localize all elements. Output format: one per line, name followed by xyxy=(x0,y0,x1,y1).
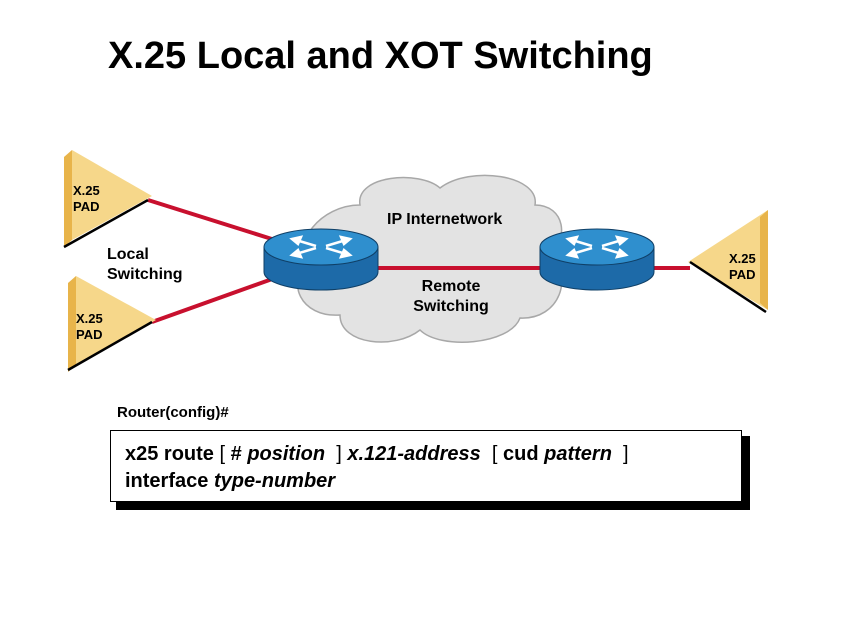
local-switching-line1: Local xyxy=(107,246,149,263)
cmd-bracket: ] xyxy=(336,443,342,465)
ip-internetwork-label: IP Internetwork xyxy=(387,211,503,228)
page-title: X.25 Local and XOT Switching xyxy=(108,35,653,77)
cmd-argument: x.121-address xyxy=(347,443,481,465)
pad-label-right: X.25 PAD xyxy=(729,251,756,283)
cmd-argument: pattern xyxy=(544,443,612,465)
remote-switching-line2: Switching xyxy=(413,298,489,315)
link-pad1-router1 xyxy=(147,198,276,242)
cmd-keyword: cud xyxy=(503,443,539,465)
command-syntax-box: x25 route [ # position ] x.121-address [… xyxy=(110,430,742,502)
local-switching-line2: Switching xyxy=(107,266,183,283)
remote-switching-line1: Remote xyxy=(421,278,481,295)
cmd-keyword: x25 route xyxy=(125,443,214,465)
command-line-1: x25 route [ # position ] x.121-address [… xyxy=(125,441,727,468)
cmd-bracket: [ xyxy=(491,443,498,465)
x25-pad-icon xyxy=(67,276,156,372)
local-switching-label: Local Switching xyxy=(107,245,183,285)
pad-label-line1: X.25 xyxy=(76,311,103,326)
cmd-argument: type-number xyxy=(213,470,336,492)
pad-label-line2: PAD xyxy=(73,199,100,214)
pad-label-line1: X.25 xyxy=(729,251,756,266)
x25-pad-icon xyxy=(688,210,768,314)
pad-label-line1: X.25 xyxy=(73,183,100,198)
pad-label-line2: PAD xyxy=(76,327,103,342)
cmd-argument: position xyxy=(247,443,326,465)
links xyxy=(147,198,690,324)
router-icon xyxy=(263,228,379,291)
cmd-keyword: interface xyxy=(125,470,209,492)
cmd-bracket: ] xyxy=(623,443,629,465)
command-line-2: interface type-number xyxy=(125,468,727,495)
cmd-keyword: # xyxy=(230,443,242,465)
router-icon xyxy=(539,228,655,291)
cmd-bracket: [ xyxy=(219,443,226,465)
pad-label-left-bottom: X.25 PAD xyxy=(76,311,103,343)
pad-label-left-top: X.25 PAD xyxy=(73,183,100,215)
pad-label-line2: PAD xyxy=(729,267,756,282)
link-pad2-router1 xyxy=(151,276,276,324)
remote-switching-label: Remote Switching xyxy=(406,277,496,317)
config-prompt: Router(config)# xyxy=(117,404,229,421)
x25-pad-icon xyxy=(63,150,152,249)
